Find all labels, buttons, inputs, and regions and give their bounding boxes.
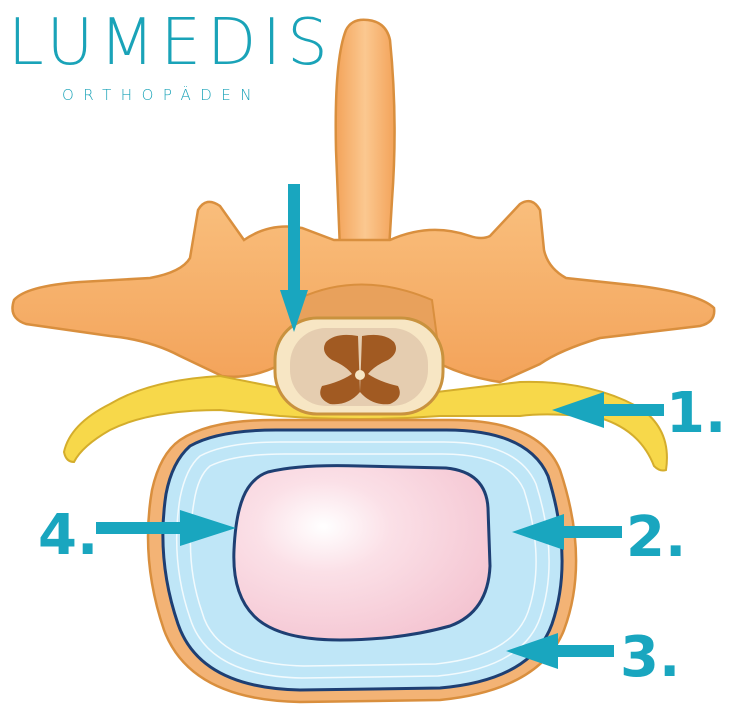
nucleus-pulposus (232, 464, 492, 642)
lumedis-logo: LUMEDIS ORTHOPÄDEN (8, 6, 334, 104)
arrow-1 (552, 392, 664, 428)
label-3: 3. (620, 625, 680, 690)
logo-wordmark: LUMEDIS (8, 6, 334, 80)
arrow-4 (96, 510, 236, 546)
annulus-rings (175, 441, 550, 679)
label-1: 1. (666, 381, 726, 446)
arrow-2 (512, 514, 622, 550)
arrow-3 (506, 633, 614, 669)
arrow-spinal-canal (280, 184, 308, 332)
label-4: 4. (38, 503, 98, 568)
label-2: 2. (626, 505, 686, 570)
grey-matter (320, 334, 400, 405)
ligament-band (62, 374, 668, 472)
spinous-process (334, 18, 396, 302)
logo-tagline: ORTHOPÄDEN (62, 85, 261, 104)
